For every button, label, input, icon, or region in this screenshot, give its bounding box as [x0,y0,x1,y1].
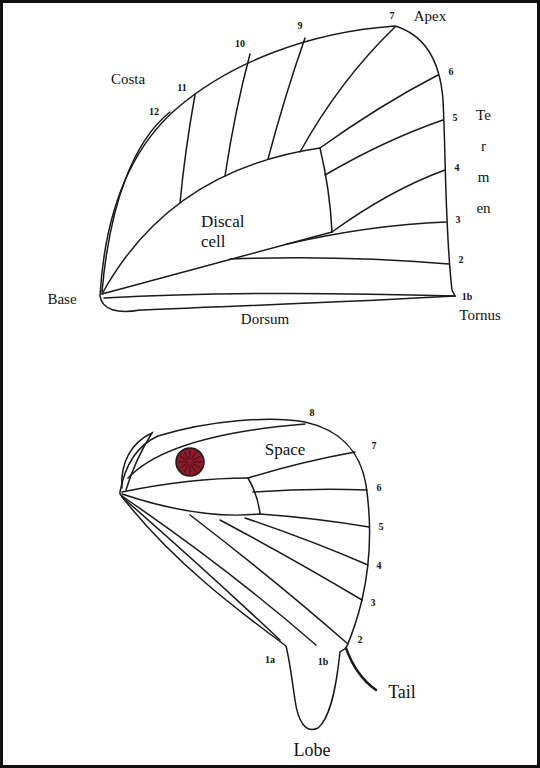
spot-ray [190,465,191,474]
cell-upper-vein [122,478,248,492]
hindwing [120,419,376,729]
spot-ray [184,465,189,473]
part-label: Tail [387,682,417,703]
vein-12 [102,112,170,292]
vein-9 [268,38,305,159]
discocellular-vein [320,148,332,232]
vein-1b [122,496,316,645]
spot-ray [190,450,191,459]
eye-spot [176,448,204,476]
spot-ray [180,456,188,461]
part-label: Space [264,440,307,460]
humeral-lobe [122,433,152,490]
vein-1b [104,293,455,298]
vein-number: 7 [371,440,378,452]
spot-ray [192,465,197,473]
tail [346,648,376,690]
vein-3 [220,520,362,600]
discocellular-vein [248,478,260,514]
eye-spot-rays [178,450,202,474]
vein-number: 1a [264,654,276,666]
part-label: Costa [110,71,146,88]
eye-spot-disc [176,448,204,476]
spot-ray [192,452,197,460]
vein-number: 9 [297,20,304,32]
vein-5 [325,120,443,175]
vein-4 [245,518,368,565]
vein-number: 3 [455,214,462,226]
vein-2 [230,258,449,264]
part-label: Dorsum [240,311,290,328]
hindwing-outline [120,419,369,729]
vein-number: 1b [461,291,474,303]
forewing [100,26,455,311]
spot-ray [193,462,202,463]
vein-number: 1b [317,656,330,668]
vein-number: 2 [357,634,364,646]
part-label: Discal cell [200,212,258,251]
cell-lower-vein [122,494,260,515]
vein-number: 4 [454,162,461,174]
vein-number: 12 [148,106,160,118]
vein-7 [300,27,395,152]
spot-ray [184,452,189,460]
vein-number: 6 [448,66,455,78]
spot-ray [178,462,187,463]
vein-number: 6 [376,482,383,494]
forewing-outline [100,26,455,311]
vein-3 [287,222,446,244]
vein-number: 3 [370,597,377,609]
part-label: Base [46,291,77,308]
spot-ray [180,464,188,469]
cell-upper-vein [102,148,320,294]
vein-number: 5 [378,521,385,533]
vein-number: 11 [176,82,187,94]
vein-number: 7 [389,10,396,22]
spot-ray [193,464,201,469]
part-label: Lobe [293,740,332,761]
vein-11 [180,95,195,203]
vein-number: 10 [234,38,246,50]
vein-number: 5 [452,112,459,124]
part-label: Tornus [458,307,501,324]
vein-6 [253,489,367,492]
spot-ray [193,456,201,461]
vein-number: 2 [458,254,465,266]
vein-1a [122,497,280,640]
vein-number: 8 [309,407,316,419]
vein-number: 4 [376,560,383,572]
vein-5 [260,514,369,527]
vein-10 [225,54,250,176]
part-label: Termen [475,100,492,224]
vein-6 [320,75,438,148]
part-label: Apex [413,8,448,25]
